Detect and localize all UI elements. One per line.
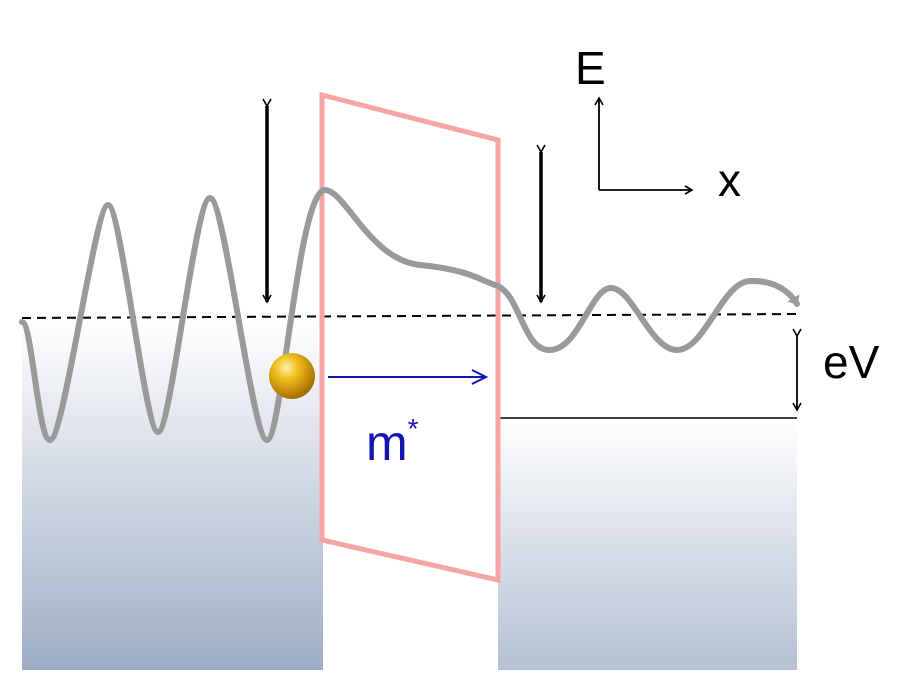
effective-mass-label: m*	[366, 413, 419, 471]
bias-label: eV	[823, 336, 880, 388]
energy-axis-label: E	[575, 42, 606, 94]
effective-mass-base: m	[366, 415, 408, 471]
effective-mass-superscript: *	[408, 413, 419, 444]
tunnel-barrier	[319, 91, 501, 584]
wavefunction-curve	[19, 186, 800, 444]
fermi-level-dashed	[21, 313, 798, 319]
position-axis-label: x	[718, 154, 741, 206]
right-electrode	[498, 418, 797, 670]
electron-particle	[269, 353, 315, 399]
